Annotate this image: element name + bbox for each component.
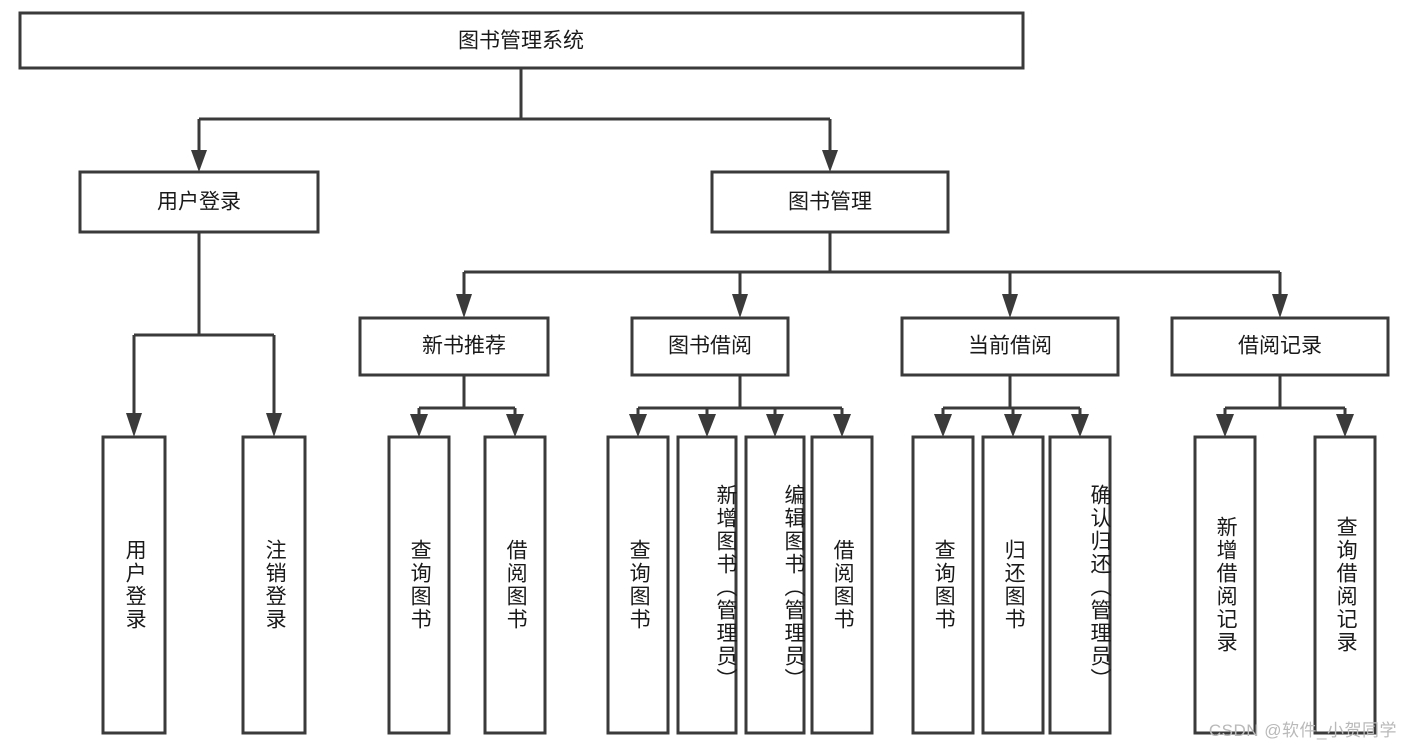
arrowhead-nb-borrow: [506, 414, 524, 437]
node-boxes: 图书管理系统 用户登录 图书管理 新书推荐 图书借阅 当前借阅 借阅记录: [18, 11, 1390, 735]
connectors: [126, 68, 1354, 437]
node-borrow-record[interactable]: [1170, 316, 1390, 377]
node-book-borrow-label: 图书借阅: [668, 335, 752, 358]
node-user-login[interactable]: [78, 170, 320, 234]
node-new-book-recommend[interactable]: [358, 316, 550, 377]
node-new-book-recommend-label: 新书推荐: [422, 335, 506, 358]
node-book-borrow[interactable]: [630, 316, 790, 377]
node-leaf-br-query-record[interactable]: [1313, 435, 1377, 735]
arrowhead-borrowrecord: [1272, 294, 1288, 318]
arrowhead-bb-borrow: [833, 414, 851, 437]
arrowhead-cb-query: [934, 414, 952, 437]
arrowhead-user-login: [191, 150, 207, 172]
arrowhead-book-mgmt: [822, 150, 838, 172]
node-current-borrow[interactable]: [900, 316, 1120, 377]
arrowhead-currentborrow: [1002, 294, 1018, 318]
node-leaf-cb-confirm-return[interactable]: [1048, 435, 1112, 735]
arrowhead-bb-add: [698, 414, 716, 437]
node-leaf-cb-query-book[interactable]: [911, 435, 975, 735]
arrowhead-cb-return: [1004, 414, 1022, 437]
node-root-system[interactable]: [18, 11, 1025, 70]
csdn-watermark: CSDN @软件_小贺同学: [1208, 721, 1397, 740]
node-leaf-bb-borrow-book[interactable]: [810, 435, 874, 735]
arrowhead-br-query: [1336, 414, 1354, 437]
node-book-management[interactable]: [710, 170, 950, 234]
arrowhead-cb-confirm: [1071, 414, 1089, 437]
node-book-management-label: 图书管理: [788, 191, 872, 214]
arrowhead-leaf-logout: [266, 413, 282, 437]
node-leaf-nb-borrow-book[interactable]: [483, 435, 547, 735]
node-leaf-cb-return-book[interactable]: [981, 435, 1045, 735]
node-leaf-bb-add-book[interactable]: [676, 435, 738, 735]
node-root-system-label: 图书管理系统: [458, 30, 584, 53]
node-leaf-bb-edit-book[interactable]: [744, 435, 806, 735]
node-leaf-user-login[interactable]: [101, 435, 167, 735]
arrowhead-nb-query: [410, 414, 428, 437]
arrowhead-br-add: [1216, 414, 1234, 437]
node-leaf-br-add-record[interactable]: [1193, 435, 1257, 735]
arrowhead-bb-query: [629, 414, 647, 437]
node-leaf-logout[interactable]: [241, 435, 307, 735]
node-borrow-record-label: 借阅记录: [1238, 335, 1322, 358]
node-leaf-bb-query-book[interactable]: [606, 435, 670, 735]
arrowhead-newbook: [456, 294, 472, 318]
node-leaf-nb-query-book[interactable]: [387, 435, 451, 735]
node-current-borrow-label: 当前借阅: [968, 335, 1052, 358]
arrowhead-bb-edit: [766, 414, 784, 437]
arrowhead-bookborrow: [732, 294, 748, 318]
arrowhead-leaf-user-login: [126, 413, 142, 437]
node-user-login-label: 用户登录: [157, 191, 241, 214]
